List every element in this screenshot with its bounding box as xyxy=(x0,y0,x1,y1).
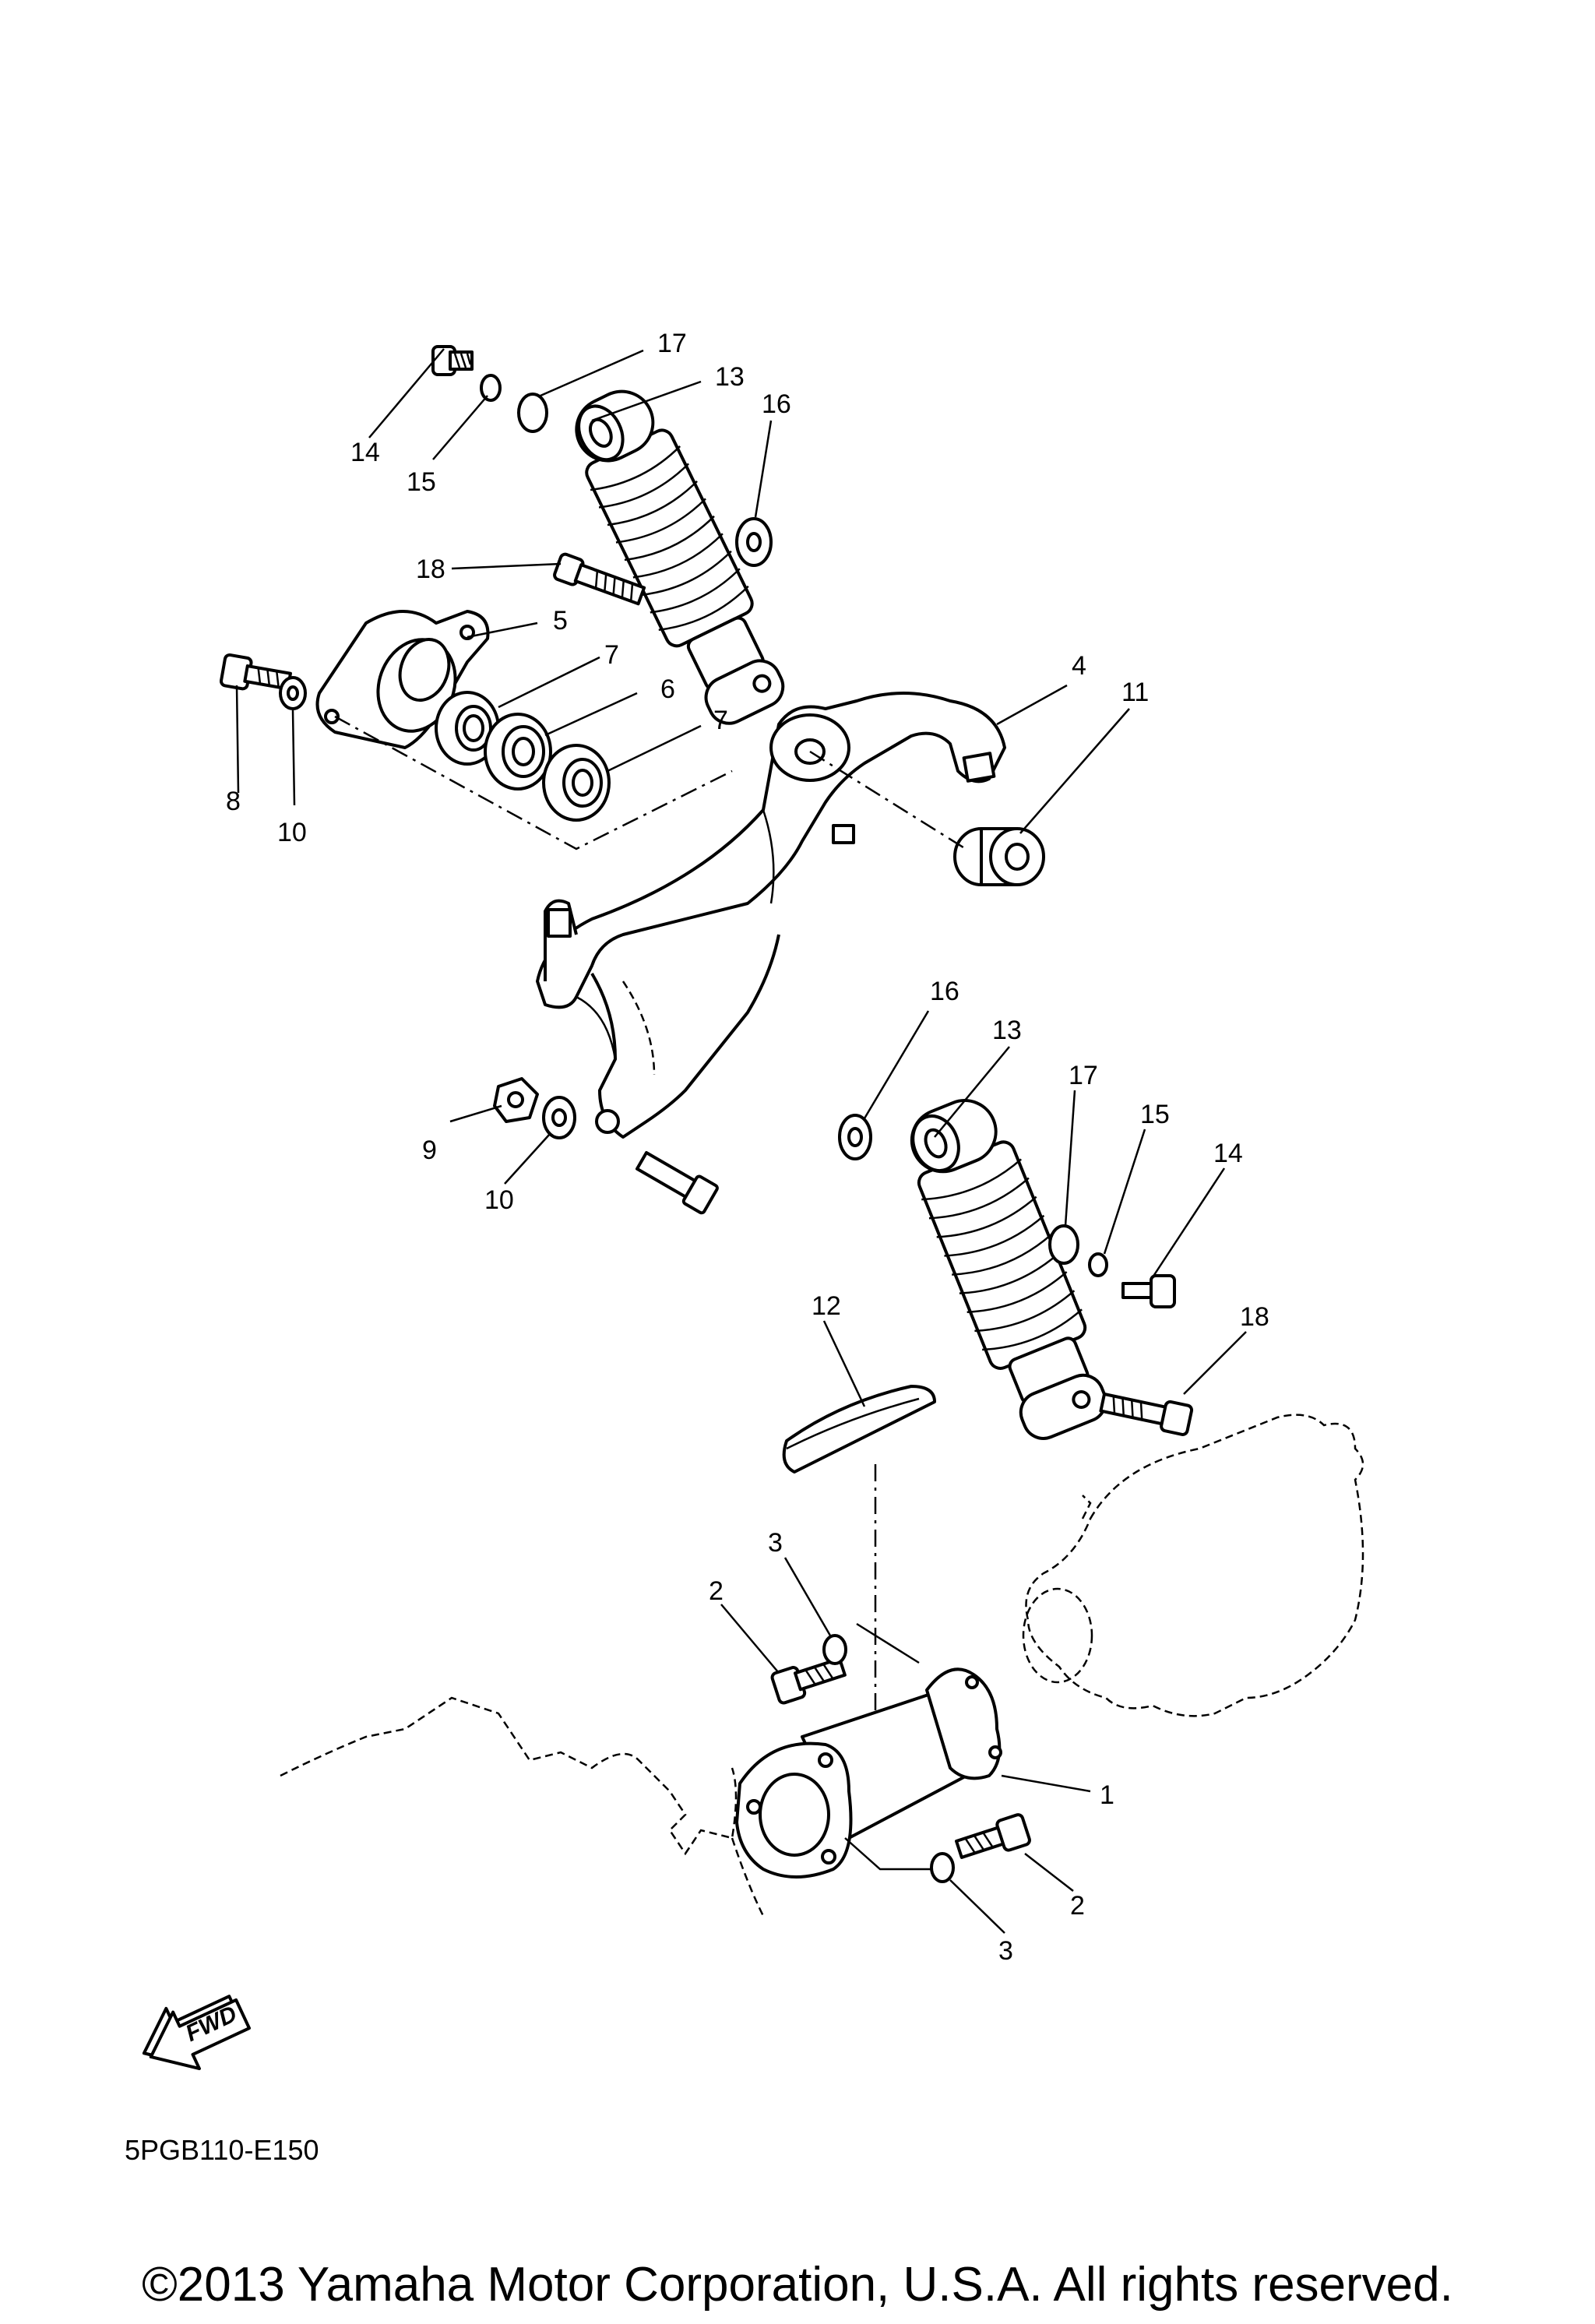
bolt-18-top xyxy=(553,552,646,606)
callout-4: 4 xyxy=(1072,651,1086,681)
bolt-2-top xyxy=(770,1657,847,1705)
washer-3-top xyxy=(822,1634,847,1665)
copyright-notice: ©2013 Yamaha Motor Corporation, U.S.A. A… xyxy=(142,2258,1453,2312)
callout-17-top: 17 xyxy=(657,329,687,358)
callout-16-bottom: 16 xyxy=(930,977,959,1006)
engine-outline xyxy=(280,1414,1364,1917)
callout-13-bottom: 13 xyxy=(992,1016,1022,1045)
washer-17-bottom xyxy=(1048,1224,1079,1265)
callout-11: 11 xyxy=(1121,678,1149,707)
bolt-under-arm xyxy=(636,1151,719,1215)
callout-18-bottom: 18 xyxy=(1240,1302,1269,1332)
bolt-2-bottom xyxy=(955,1813,1031,1859)
callout-6: 6 xyxy=(660,674,675,704)
bearing-6 xyxy=(484,713,552,791)
bearing-7-a xyxy=(435,691,500,766)
diagram-code: 5PGB110-E150 xyxy=(125,2134,319,2166)
callout-13-top: 13 xyxy=(715,362,745,392)
shock-absorber-lower xyxy=(910,1099,1107,1440)
callout-1: 1 xyxy=(1100,1780,1114,1810)
bolt-14-bottom xyxy=(1121,1274,1176,1308)
callout-3-bottom: 3 xyxy=(998,1936,1013,1966)
callout-15-top: 15 xyxy=(407,467,436,497)
fwd-arrow-icon: FWD xyxy=(142,1995,251,2071)
callout-18-top: 18 xyxy=(416,555,445,584)
bolt-18-bottom xyxy=(1099,1393,1194,1436)
callout-12: 12 xyxy=(812,1291,841,1321)
callout-14-bottom: 14 xyxy=(1213,1139,1243,1168)
callout-7-a: 7 xyxy=(604,640,619,670)
callout-10-bottom: 10 xyxy=(484,1185,514,1215)
washer-17-top xyxy=(517,393,548,433)
washer-3-bottom xyxy=(930,1852,955,1883)
bearing-7-b xyxy=(542,744,611,822)
callout-numbers: 17 13 16 14 15 18 5 7 6 7 4 11 8 10 9 10… xyxy=(226,329,1269,1966)
callout-10-top: 10 xyxy=(277,818,307,847)
callout-8: 8 xyxy=(226,787,241,816)
callout-2-top: 2 xyxy=(709,1576,724,1606)
callout-3-top: 3 xyxy=(768,1528,783,1558)
bracket-5 xyxy=(315,610,490,749)
callout-9: 9 xyxy=(422,1136,437,1165)
bolt-14-top xyxy=(431,345,474,376)
bolt-8 xyxy=(220,653,292,691)
callout-15-bottom: 15 xyxy=(1140,1100,1170,1129)
shock-absorber-upper xyxy=(575,389,785,725)
callout-17-bottom: 17 xyxy=(1069,1061,1098,1090)
callout-2-bottom: 2 xyxy=(1070,1891,1085,1921)
nut-9 xyxy=(493,1077,539,1123)
protector-sheet-12 xyxy=(782,1385,936,1474)
callout-14-top: 14 xyxy=(350,438,380,467)
leader-lines xyxy=(235,348,1247,1934)
collar-11 xyxy=(953,827,1045,886)
washer-15-bottom xyxy=(1088,1252,1108,1277)
callout-5: 5 xyxy=(553,606,568,636)
rear-arm-4 xyxy=(536,692,1006,1139)
washer-15-top xyxy=(480,374,502,402)
callout-7-b: 7 xyxy=(713,706,728,735)
mount-tube-1 xyxy=(735,1622,1002,1879)
callout-16-top: 16 xyxy=(762,389,791,419)
